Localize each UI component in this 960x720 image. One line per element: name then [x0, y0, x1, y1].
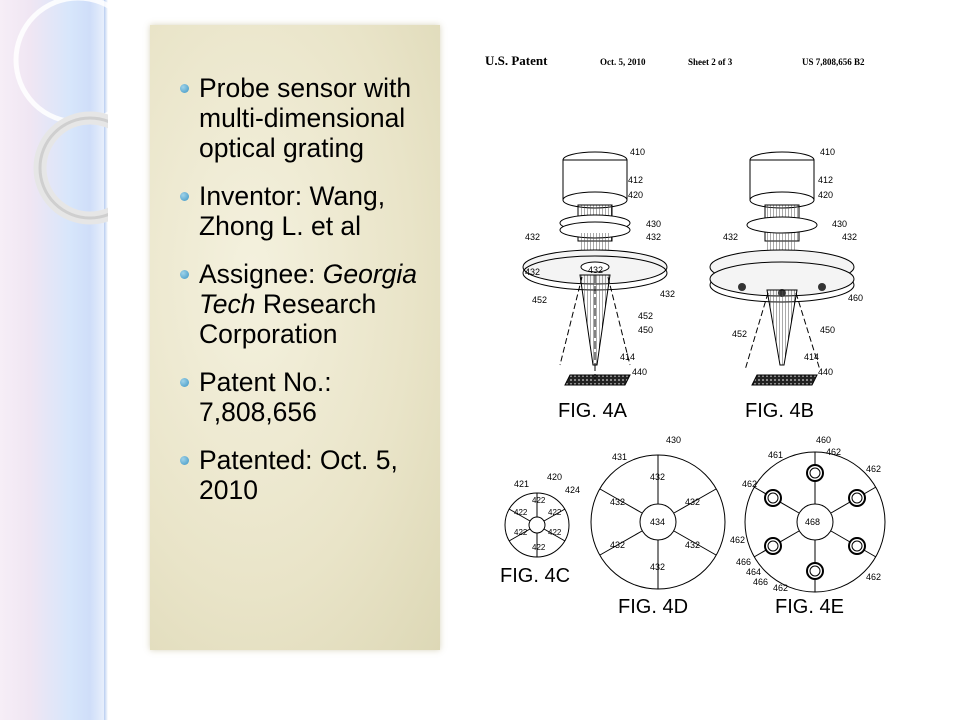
bullet-text-prefix: Assignee: [199, 259, 323, 289]
label: 462 [742, 479, 757, 489]
label: 424 [565, 485, 580, 495]
bullet-list: Probe sensor with multi-dimensional opti… [180, 73, 430, 523]
patent-drawing: U.S. Patent Oct. 5, 2010 Sheet 2 of 3 US… [485, 53, 886, 618]
label: 462 [773, 583, 788, 593]
label: 464 [746, 567, 761, 577]
label: 432 [525, 267, 540, 277]
label: 432 [660, 289, 675, 299]
label: 462 [866, 464, 881, 474]
fig-4d-labels: 430 431 432 432 432 432 432 432 434 [610, 435, 700, 572]
fig-4a-caption: FIG. 4A [558, 400, 628, 422]
label: 432 [842, 232, 857, 242]
bullet-item: Probe sensor with multi-dimensional opti… [180, 73, 430, 163]
label: 440 [632, 367, 647, 377]
label: 432 [723, 232, 738, 242]
fig-4b-caption: FIG. 4B [745, 400, 814, 422]
label: 410 [820, 147, 835, 157]
label: 412 [628, 175, 643, 185]
patent-header-number: US 7,808,656 B2 [802, 57, 865, 67]
label: 432 [650, 562, 665, 572]
label: 466 [753, 577, 768, 587]
label: 468 [805, 517, 820, 527]
bullet-icon [180, 192, 189, 201]
fig-4e [744, 451, 886, 593]
patent-header-sheet: Sheet 2 of 3 [688, 57, 733, 67]
label: 410 [630, 147, 645, 157]
label: 432 [610, 497, 625, 507]
label: 432 [685, 540, 700, 550]
fig-4e-caption: FIG. 4E [775, 596, 844, 618]
bullet-text: Patent No.: 7,808,656 [199, 367, 332, 427]
label: 432 [525, 232, 540, 242]
patent-header-left: U.S. Patent [485, 53, 548, 68]
label: 412 [818, 175, 833, 185]
label: 420 [547, 472, 562, 482]
label: 422 [514, 508, 528, 517]
label: 452 [732, 329, 747, 339]
decorative-rings [13, 0, 108, 225]
bullet-text-italic: Georgia Tech [199, 259, 418, 319]
label: 431 [612, 452, 627, 462]
fig-4c-caption: FIG. 4C [500, 565, 570, 587]
label: 422 [548, 508, 562, 517]
fig-4c-labels: 420 421 424 422 422 422 422 422 422 [514, 472, 580, 552]
label: 452 [638, 311, 653, 321]
label: 422 [532, 543, 546, 552]
label: 422 [548, 528, 562, 537]
fig-4b-labels: 410 412 420 430 432 432 460 452 450 414 … [723, 147, 863, 377]
label: 460 [848, 293, 863, 303]
fig-4d-caption: FIG. 4D [618, 596, 688, 618]
bullet-text: Probe sensor with multi-dimensional opti… [199, 73, 412, 163]
bullet-text: Inventor: Wang, Zhong L. et al [199, 181, 386, 241]
label: 420 [818, 190, 833, 200]
label: 461 [768, 450, 783, 460]
fig-4a [522, 151, 668, 386]
bullet-item: Inventor: Wang, Zhong L. et al [180, 181, 430, 241]
bullet-text-suffix: Research Corporation [199, 289, 377, 349]
label: 434 [650, 517, 665, 527]
bullet-item: Assignee: Georgia Tech Research Corporat… [180, 259, 430, 349]
label: 432 [646, 232, 661, 242]
label: 432 [685, 497, 700, 507]
text-panel: Probe sensor with multi-dimensional opti… [150, 25, 440, 650]
bullet-icon [180, 84, 189, 93]
label: 462 [866, 572, 881, 582]
label: 432 [610, 540, 625, 550]
label: 422 [532, 496, 546, 505]
label: 422 [514, 528, 528, 537]
fig-4d [590, 454, 726, 590]
fig-4c [504, 492, 570, 558]
bullet-icon [180, 378, 189, 387]
label: 420 [628, 190, 643, 200]
bullet-icon [180, 456, 189, 465]
bullet-item: Patent No.: 7,808,656 [180, 367, 430, 427]
fig-4e-labels: 460 461 462 462 462 462 462 462 466 464 … [730, 435, 881, 593]
label: 450 [638, 325, 653, 335]
patent-header-date: Oct. 5, 2010 [600, 57, 646, 67]
label: 466 [736, 557, 751, 567]
label: 414 [620, 352, 635, 362]
bullet-icon [180, 270, 189, 279]
label: 421 [514, 479, 529, 489]
label: 462 [826, 447, 841, 457]
label: 450 [820, 325, 835, 335]
label: 430 [666, 435, 681, 445]
label: 430 [646, 219, 661, 229]
strip-edge [104, 0, 108, 720]
fig-4b [709, 151, 855, 386]
label: 432 [650, 472, 665, 482]
bullet-text: Patented: Oct. 5, 2010 [199, 445, 398, 505]
label: 452 [532, 295, 547, 305]
label: 430 [832, 219, 847, 229]
bullet-item: Patented: Oct. 5, 2010 [180, 445, 430, 505]
fig-4a-labels: 410 412 420 430 432 432 432 432 432 452 … [525, 147, 675, 377]
label: 460 [816, 435, 831, 445]
label: 414 [804, 352, 819, 362]
label: 440 [818, 367, 833, 377]
label: 462 [730, 535, 745, 545]
label: 432 [588, 265, 603, 275]
